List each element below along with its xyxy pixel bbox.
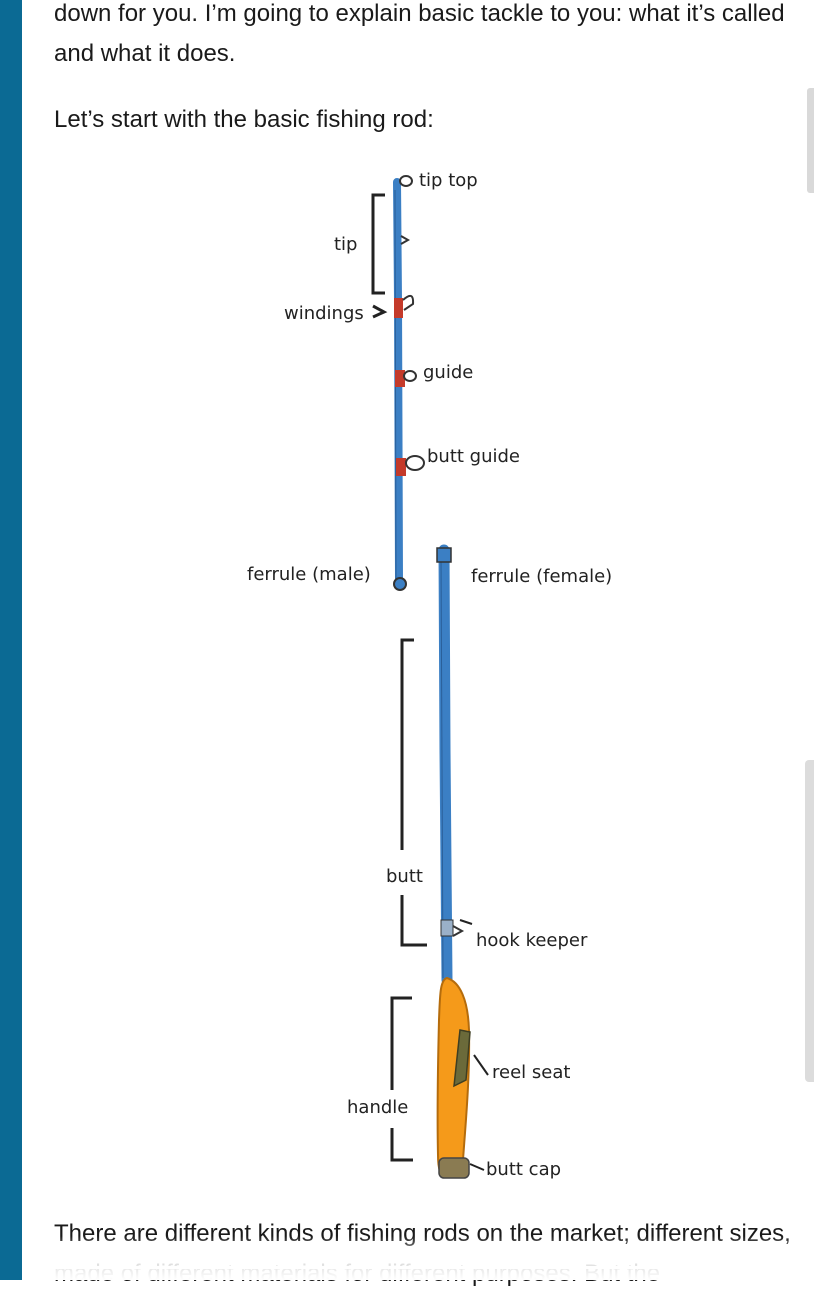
label-guide: guide	[423, 362, 474, 383]
fishing-rod-diagram: tip top tip windings guide butt guide fe…	[160, 150, 680, 1200]
label-butt: butt	[386, 866, 423, 887]
tip-top-ring	[399, 175, 413, 187]
ferrule-male	[393, 577, 407, 591]
scrollbar-top-handle[interactable]	[807, 88, 814, 193]
label-windings: windings	[284, 303, 364, 324]
label-hook-keeper: hook keeper	[476, 930, 588, 951]
butt-cap	[438, 1157, 470, 1179]
label-butt-cap: butt cap	[486, 1159, 562, 1180]
label-ferrule-female: ferrule (female)	[471, 566, 613, 587]
guide-wrap	[395, 370, 405, 387]
label-handle: handle	[347, 1097, 409, 1118]
label-ferrule-male: ferrule (male)	[247, 564, 371, 585]
label-reel-seat: reel seat	[492, 1062, 571, 1083]
rod-intro-paragraph: Let’s start with the basic fishing rod:	[54, 106, 434, 133]
fishing-rod-illustration	[371, 175, 489, 1179]
label-butt-guide: butt guide	[427, 446, 521, 467]
ferrule-female	[436, 547, 452, 563]
handle-bracket	[390, 996, 412, 1090]
label-tip: tip	[334, 234, 358, 255]
intro-paragraph: down for you. I’m going to explain basic…	[54, 0, 785, 67]
butt-guide-wrap	[396, 458, 406, 476]
bottom-cut	[22, 1266, 814, 1269]
scrollbar-thumb[interactable]	[805, 760, 814, 1082]
left-accent-bar	[0, 0, 22, 1280]
windings-wrap	[394, 298, 403, 318]
tip-bracket	[371, 193, 385, 295]
hook-keeper	[440, 919, 454, 937]
butt-section	[438, 544, 453, 986]
reel-seat	[453, 1029, 471, 1088]
tip-guide	[400, 235, 411, 245]
butt-bracket	[400, 638, 414, 850]
bottom-fade	[22, 1236, 814, 1280]
label-tip-top: tip top	[419, 170, 478, 191]
